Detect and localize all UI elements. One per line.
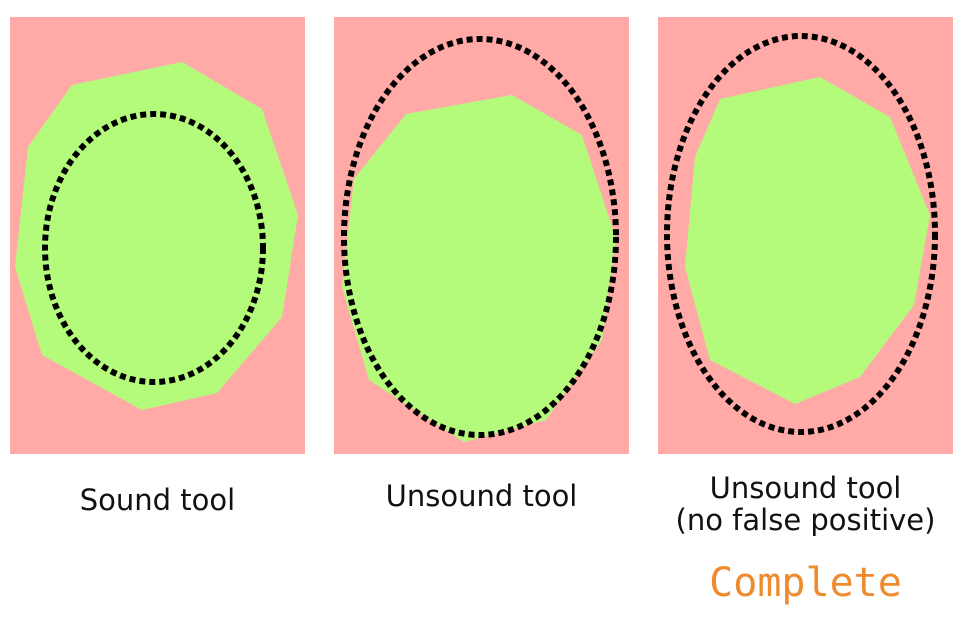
unsound-no-false-positive-diagram [658,17,953,454]
analysis-boundary [341,36,619,438]
caption-line: Unsound tool [385,479,578,513]
panel-unsound-no-false-positive [658,17,953,454]
correct-behaviour-region [685,77,930,404]
correct-behaviour-region [15,62,298,410]
status-label: Complete [709,560,902,606]
caption-unsound-tool: Unsound tool [334,480,629,512]
analysis-boundary [42,111,266,385]
caption-line: Sound tool [79,483,236,517]
caption-unsound-no-false-positive: Unsound tool (no false positive) [658,472,953,536]
panel-unsound-tool [334,17,629,454]
unsound-tool-diagram [334,17,629,454]
caption-line-2: (no false positive) [675,503,936,537]
caption-line-1: Unsound tool [709,471,902,505]
sound-tool-diagram [10,17,305,454]
correct-behaviour-region [342,95,616,442]
caption-sound-tool: Sound tool [10,484,305,516]
analysis-boundary [664,33,938,435]
panel-sound-tool [10,17,305,454]
